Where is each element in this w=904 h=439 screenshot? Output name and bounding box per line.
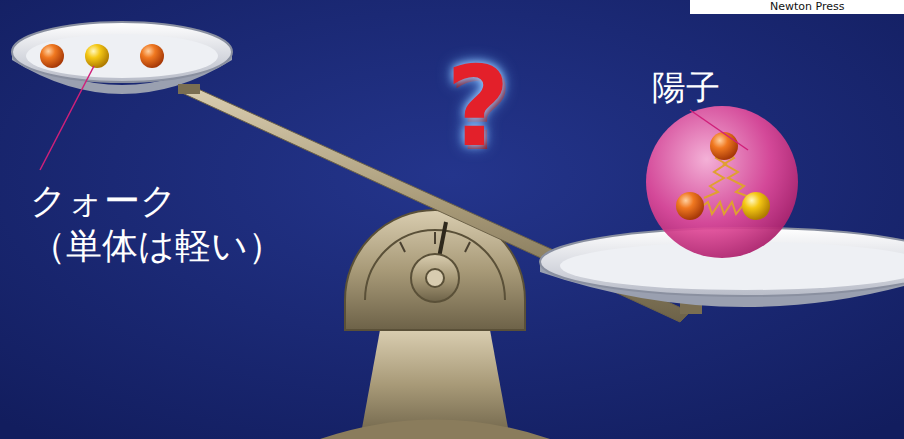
credit-text: Newton Press (770, 0, 900, 14)
proton-label: 陽子 (652, 66, 742, 109)
quark-label: クォーク （単体は軽い） (30, 178, 300, 268)
question-mark: ? (438, 52, 518, 162)
